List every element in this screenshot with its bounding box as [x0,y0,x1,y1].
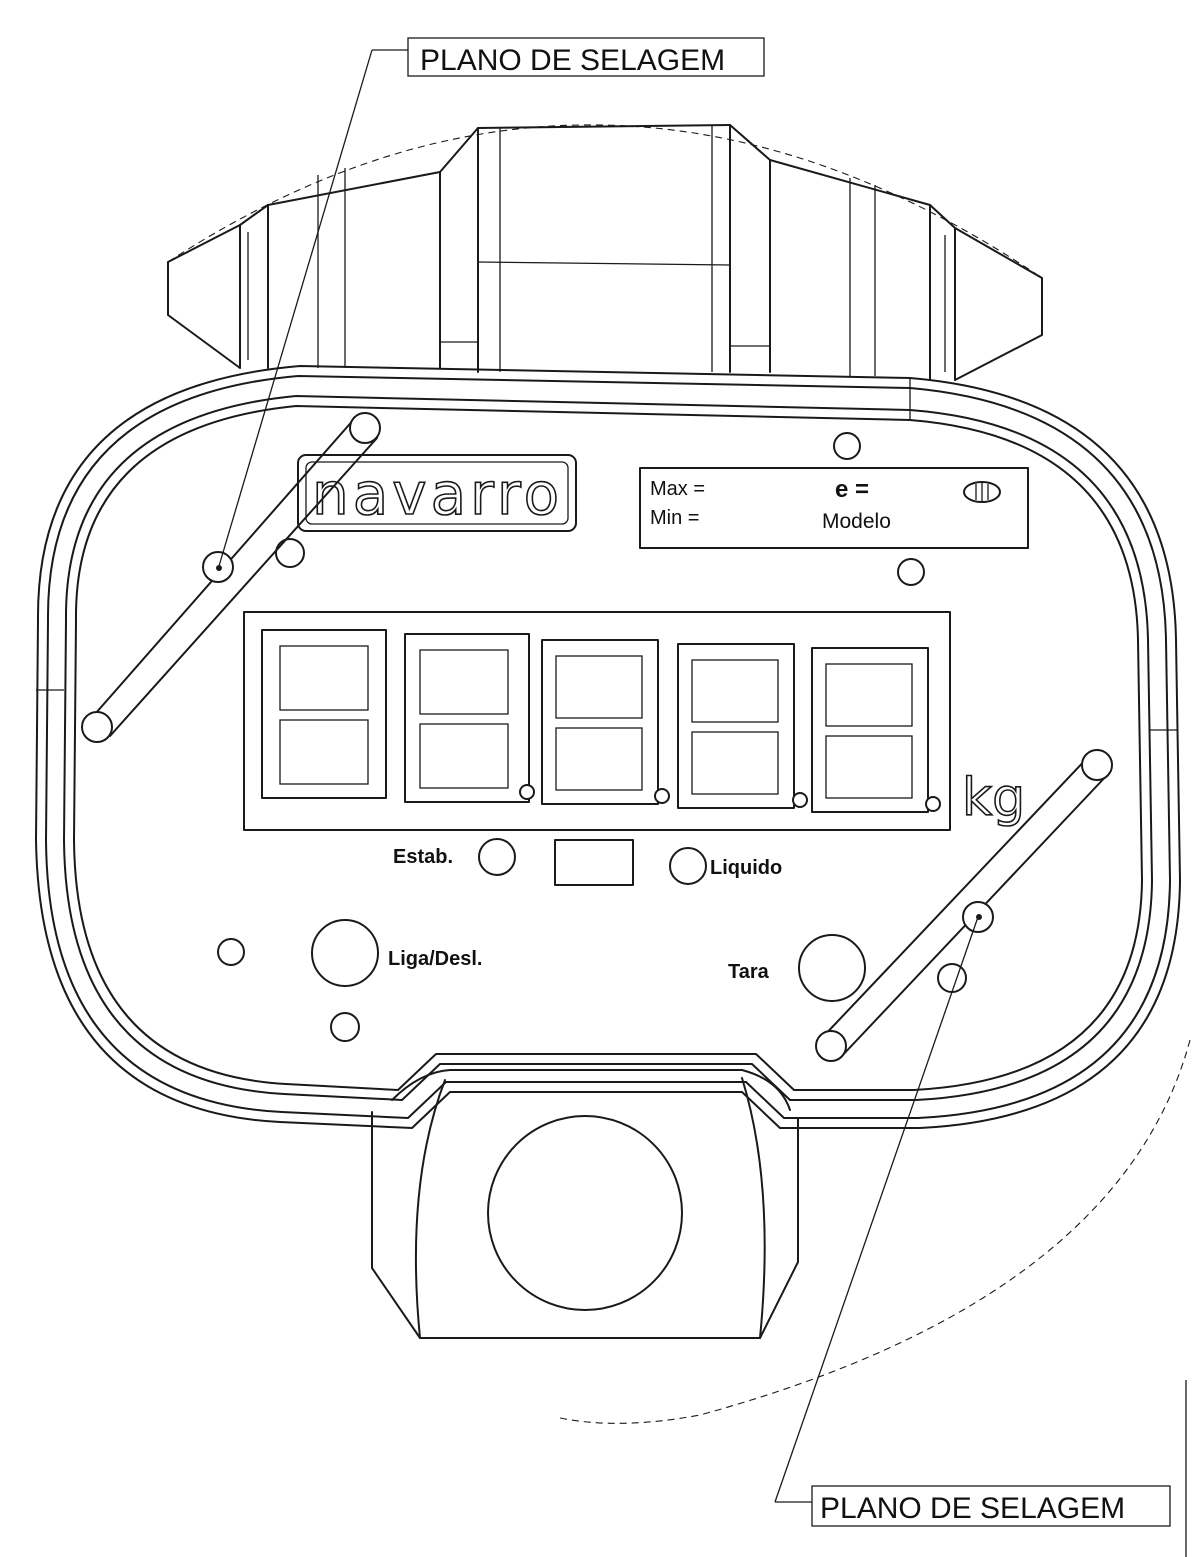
mounting-bore [487,1115,683,1311]
housing [35,365,1181,1129]
max-label: Max = [650,478,705,500]
display-digit [541,639,670,805]
decimal-point [654,788,670,804]
screw-hole [937,963,967,993]
display-digit [404,633,535,803]
decimal-point [792,792,808,808]
indicator-window [554,839,634,886]
model-label: Modelo [822,510,891,533]
callout-top: PLANO DE SELAGEM [218,37,765,567]
status-indicators: Estab. Liquido [393,838,782,886]
power-label: Liga/Desl. [388,948,482,970]
brand-plate: navarro [297,454,577,532]
screw-hole [897,558,925,586]
min-label: Min = [650,507,699,529]
display-digit [677,643,808,809]
unit-label: kg [962,768,1025,828]
fixing-holes [217,432,967,1042]
brand-name: navarro [312,460,563,528]
nameplate: Max = Min = e = Modelo [639,467,1029,549]
sealing-plan-label-bottom: PLANO DE SELAGEM [820,1492,1125,1525]
accuracy-class-icon [963,481,1001,503]
screw-hole [275,538,305,568]
seal-slot-left [81,412,381,743]
display-digit [261,629,387,799]
lower-mount [371,1069,799,1339]
screw-hole [833,432,861,460]
sealing-plan-label-top: PLANO DE SELAGEM [420,44,725,77]
weight-display [243,611,951,831]
keypad: Liga/Desl. Tara [311,919,866,1002]
display-digit [811,647,941,813]
callout-bottom: PLANO DE SELAGEM [774,916,1171,1527]
net-label: Liquido [710,857,782,879]
construction-arc [559,1039,1191,1424]
division-label: e = [835,476,869,503]
tare-label: Tara [728,961,770,983]
seal-hole [815,1030,847,1062]
tare-button[interactable] [798,934,866,1002]
screw-hole [217,938,245,966]
stable-label: Estab. [393,846,453,868]
decimal-point [519,784,535,800]
screw-hole [330,1012,360,1042]
net-led [669,847,707,885]
stable-led [478,838,516,876]
decimal-point [925,796,941,812]
seal-slot-right [815,749,1113,1062]
seal-hole [349,412,381,444]
seal-hole [81,711,113,743]
seal-hole [1081,749,1113,781]
mounting-bracket [167,124,1043,381]
power-button[interactable] [311,919,379,987]
